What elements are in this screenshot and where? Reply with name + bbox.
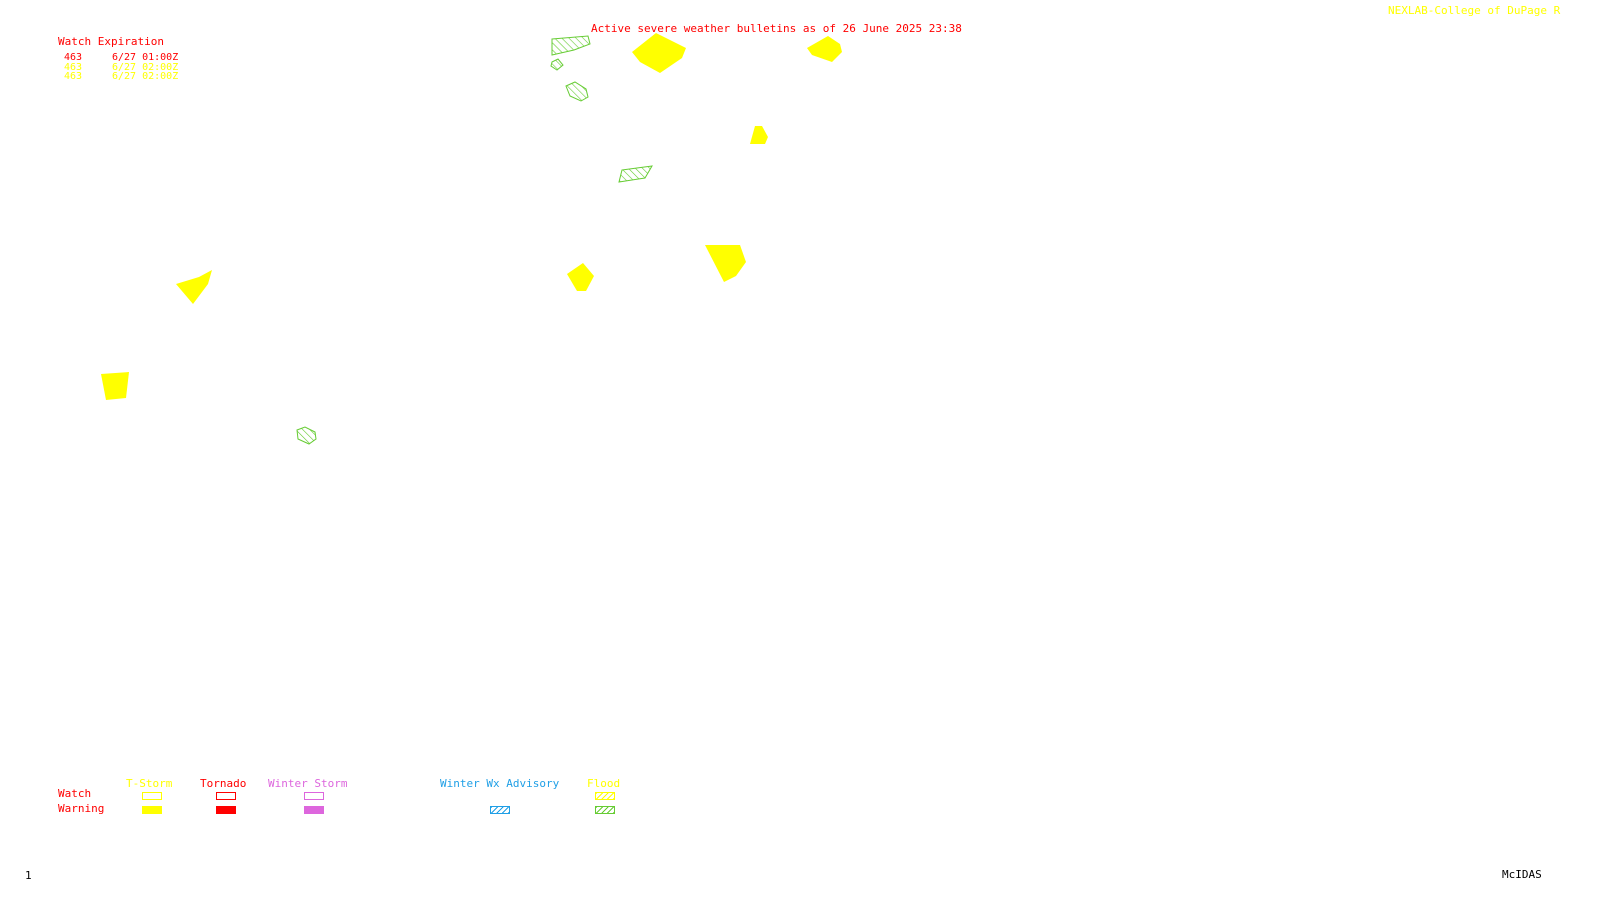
watch-time: 6/27 02:00Z [112, 62, 179, 73]
tstorm-warning-polygon [750, 126, 768, 144]
tornado-warning-swatch [216, 806, 236, 814]
credit-label: NEXLAB-College of DuPage R [1388, 4, 1561, 17]
legend-row-warning-label: Warning [58, 802, 105, 815]
tstorm-warning-polygon [807, 36, 842, 62]
winter-storm-watch-swatch [304, 792, 324, 800]
legend: Watch Warning T-Storm Tornado Winter Sto… [58, 778, 658, 828]
watch-expiration-row: 463 6/27 02:00Z [58, 63, 218, 73]
tstorm-warning-swatch [142, 806, 162, 814]
legend-category-winter-wx-advisory: Winter Wx Advisory [440, 777, 560, 790]
winter-storm-warning-swatch [304, 806, 324, 814]
bulletin-title: Active severe weather bulletins as of 26… [591, 22, 962, 35]
watch-expiration-header: Watch Expiration [58, 35, 164, 48]
tstorm-warning-polygon [567, 263, 594, 291]
legend-category-flood: Flood [587, 777, 621, 790]
tstorm-watch-swatch [142, 792, 162, 800]
tornado-watch-swatch [216, 792, 236, 800]
flood-warning-polygon [551, 35, 591, 56]
tstorm-warning-polygon [632, 33, 686, 73]
legend-row-watch-label: Watch [58, 787, 92, 800]
mcidas-label: McIDAS [1502, 868, 1542, 881]
flood-warning-polygon [618, 165, 653, 183]
watch-expiration-row: 463 6/27 02:00Z [58, 72, 218, 82]
watch-number: 463 [64, 71, 83, 82]
flood-watch-swatch [595, 792, 615, 800]
watch-expiration-row: 463 6/27 01:00Z [58, 53, 218, 63]
legend-category-tstorm: T-Storm [126, 777, 173, 790]
flood-warning-polygon [550, 58, 564, 71]
flood-warning-polygon [296, 426, 317, 445]
tstorm-warning-polygon [101, 372, 129, 400]
winter-wx-advisory-swatch [490, 806, 510, 814]
legend-category-tornado: Tornado [200, 777, 247, 790]
watch-number: 463 [64, 62, 83, 73]
flood-warning-polygon [565, 81, 589, 102]
tstorm-warning-polygon [705, 245, 746, 282]
watch-number: 463 [64, 52, 83, 63]
watch-time: 6/27 02:00Z [112, 71, 179, 82]
watch-time: 6/27 01:00Z [112, 52, 179, 63]
frame-number: 1 [25, 869, 32, 882]
tstorm-warning-polygon [176, 270, 212, 304]
flood-warning-swatch [595, 806, 615, 814]
legend-category-winter-storm: Winter Storm [268, 777, 348, 790]
